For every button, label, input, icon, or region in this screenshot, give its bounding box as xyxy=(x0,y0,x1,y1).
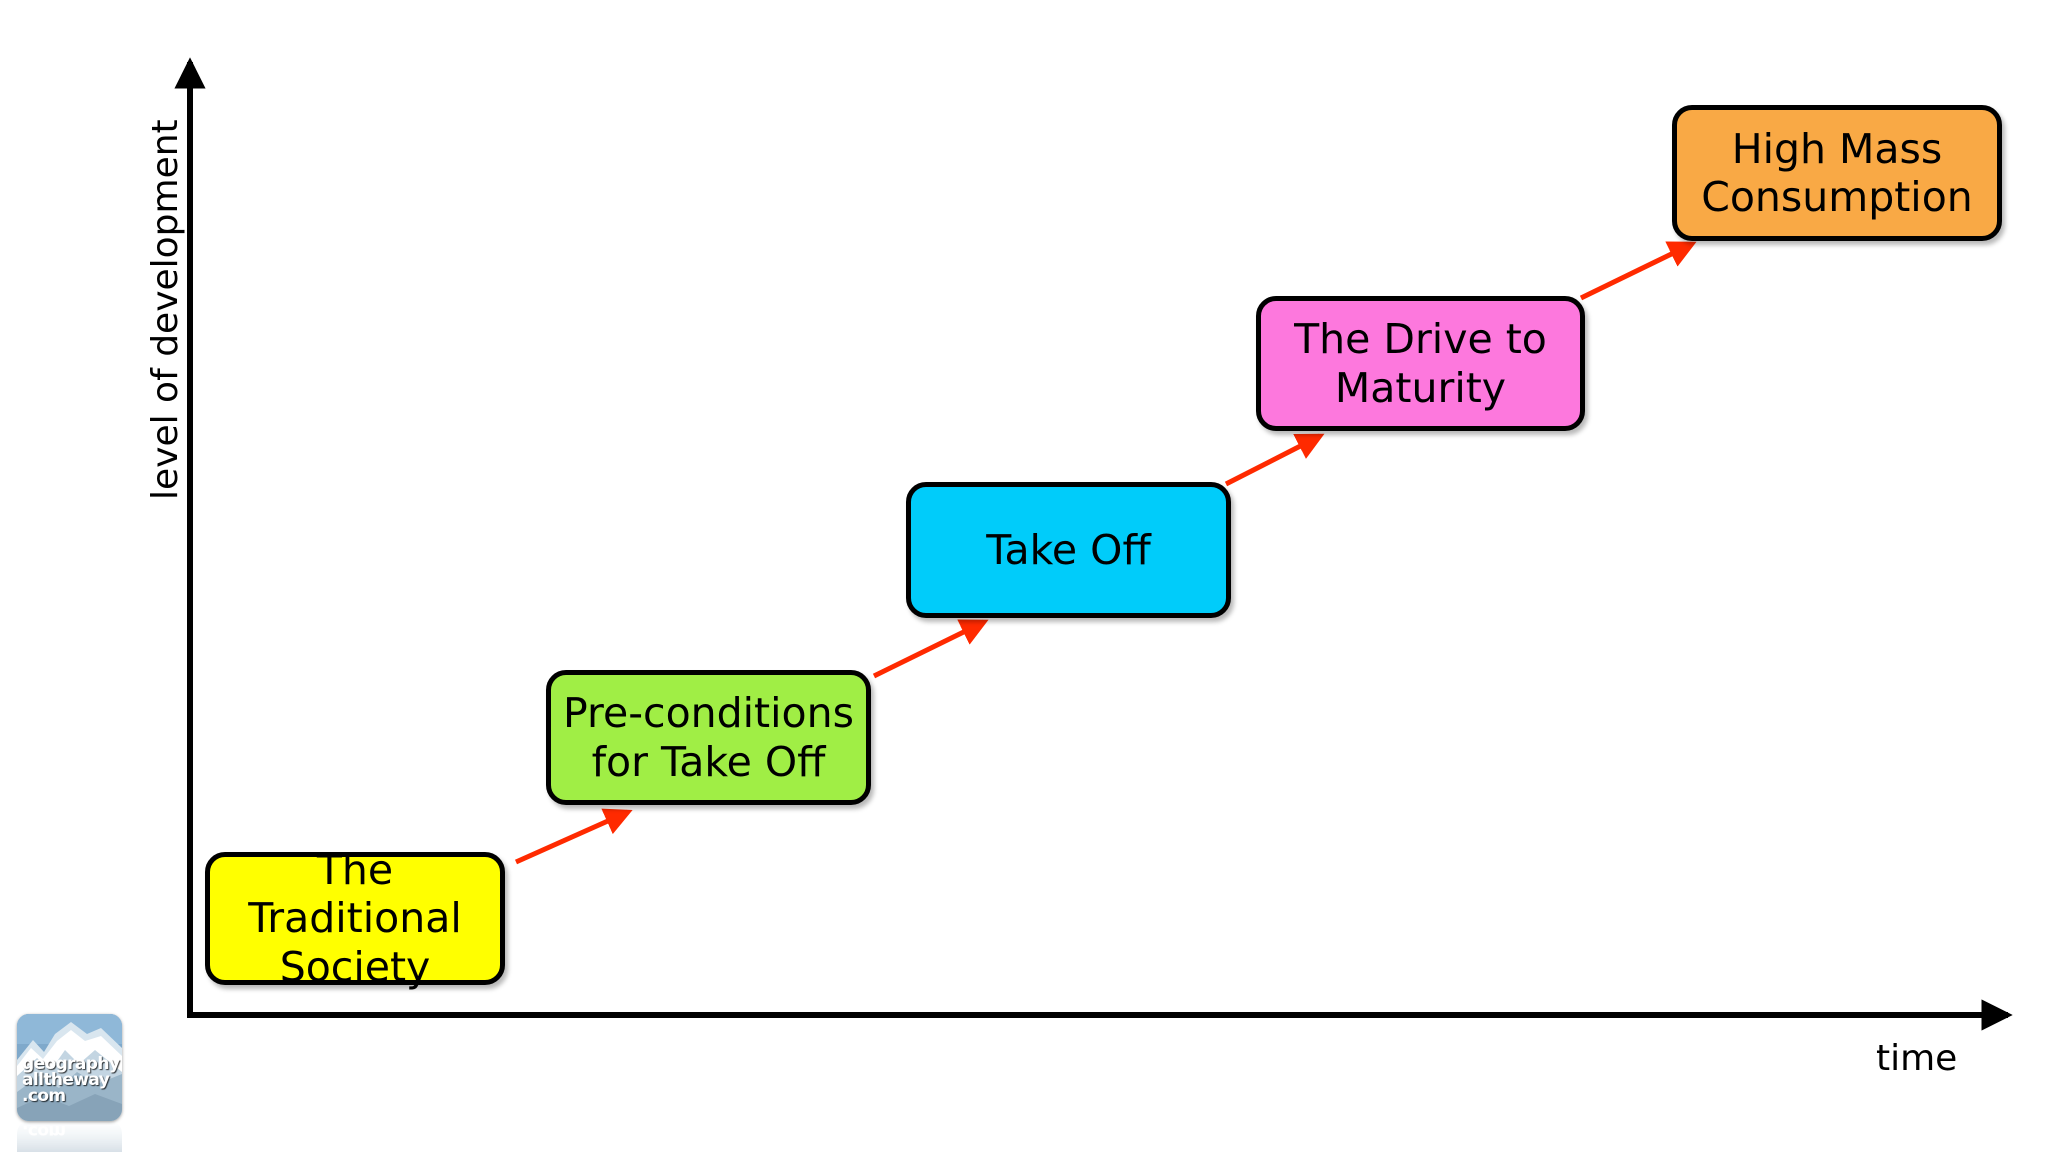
stage-box-line: Maturity xyxy=(1334,363,1507,412)
logo-line-2: alltheway xyxy=(22,1070,110,1091)
stage-box-label: Take Off xyxy=(986,526,1150,574)
stage-box-line: for Take Off xyxy=(591,737,826,786)
y-axis-label: level of development xyxy=(145,119,186,500)
stage-box-line: The Drive to xyxy=(1294,315,1547,364)
logo-line-3: .com xyxy=(22,1086,66,1107)
connector-arrow-take-off-to-the-drive-to-maturity xyxy=(1224,433,1325,487)
connector-arrow-pre-conditions-for-take-off-to-take-off xyxy=(872,619,989,679)
stage-box-line: High Mass xyxy=(1731,124,1943,173)
stage-box-line: Pre-conditions xyxy=(563,689,854,738)
logo-reflection-text: .com xyxy=(22,1121,66,1142)
connector-arrow-traditional-society-to-pre-conditions-for-take-off xyxy=(514,808,633,865)
stage-box-line: Take Off xyxy=(986,525,1151,574)
connector-arrow-the-drive-to-maturity-to-high-mass-consumption xyxy=(1579,241,1697,301)
logo-text: geography alltheway .com xyxy=(22,1054,120,1107)
stage-box-line: Society xyxy=(279,942,431,991)
x-axis-label: time xyxy=(1876,1038,1958,1079)
logo-reflection: .com xyxy=(17,1121,122,1152)
site-logo[interactable]: geography alltheway .com xyxy=(17,1014,122,1121)
stage-box-line: The Traditional xyxy=(248,845,462,943)
stage-box-take-off[interactable]: Take Off xyxy=(906,482,1231,618)
mountain-icon xyxy=(17,1014,122,1121)
stage-box-line: Consumption xyxy=(1701,173,1973,221)
logo-line-1: geography xyxy=(22,1054,120,1074)
